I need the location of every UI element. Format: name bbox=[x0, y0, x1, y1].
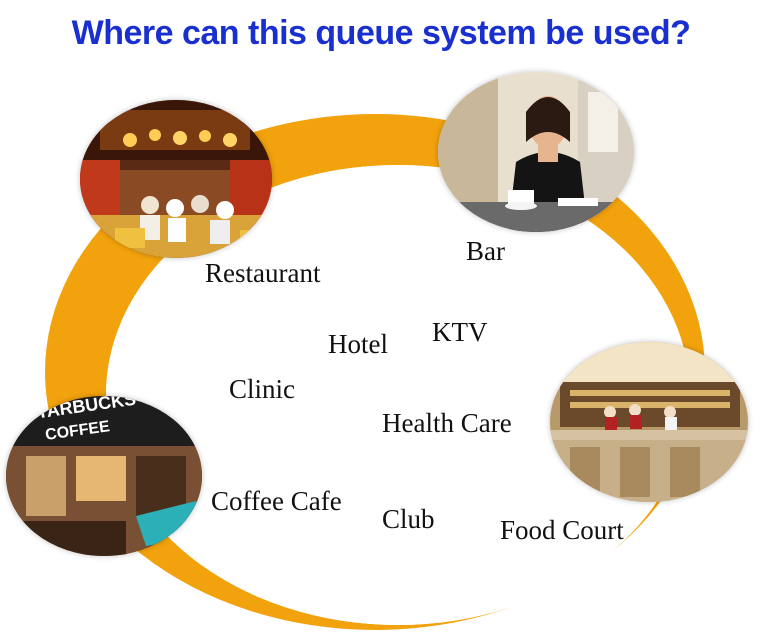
page-title: Where can this queue system be used? bbox=[71, 14, 691, 52]
starbucks-photo: STARBUCKS COFFEE bbox=[6, 396, 202, 556]
label-bar: Bar bbox=[466, 236, 505, 266]
label-food-court: Food Court bbox=[500, 515, 624, 545]
label-club: Club bbox=[382, 504, 435, 534]
ring-inner-fill bbox=[106, 165, 690, 625]
label-ktv: KTV bbox=[432, 317, 488, 347]
bar-photo bbox=[438, 72, 634, 232]
label-coffee-cafe: Coffee Cafe bbox=[211, 486, 342, 516]
label-health-care: Health Care bbox=[382, 408, 512, 438]
restaurant-photo bbox=[80, 100, 272, 258]
label-hotel: Hotel bbox=[328, 329, 388, 359]
label-restaurant: Restaurant bbox=[205, 258, 321, 288]
label-clinic: Clinic bbox=[229, 374, 295, 404]
food-court-photo bbox=[550, 342, 748, 502]
